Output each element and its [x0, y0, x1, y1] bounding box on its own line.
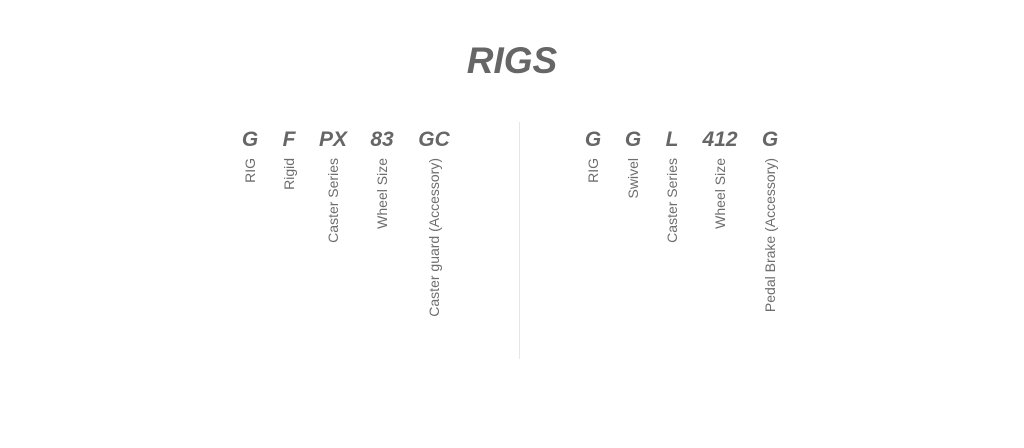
- segment-code: G: [584, 128, 602, 151]
- code-segment: G Pedal Brake (Accessory): [740, 128, 800, 312]
- segment-code: G: [241, 128, 259, 151]
- segment-label: Swivel: [625, 158, 641, 199]
- segment-code: GC: [418, 128, 450, 151]
- divider: [519, 122, 520, 359]
- segment-label: Rigid: [281, 158, 297, 190]
- code-segment: GC Caster guard (Accessory): [404, 128, 464, 317]
- segment-code: 412: [702, 128, 738, 151]
- segment-code: PX: [318, 128, 347, 151]
- segment-code: 83: [370, 128, 394, 151]
- code-segment: G RIG: [220, 128, 280, 183]
- code-segment: F Rigid: [259, 128, 319, 190]
- code-segment: G RIG: [563, 128, 623, 183]
- segment-code: G: [624, 128, 642, 151]
- segment-label: Pedal Brake (Accessory): [762, 158, 778, 313]
- segment-label: Caster Series: [664, 158, 680, 243]
- page-title: RIGS: [466, 40, 558, 81]
- code-segment: L Caster Series: [642, 128, 702, 243]
- segment-label: RIG: [242, 158, 258, 183]
- segment-label: Caster guard (Accessory): [426, 158, 442, 317]
- segment-label: Caster Series: [325, 158, 341, 243]
- segment-code: F: [282, 128, 296, 151]
- segment-code: G: [761, 128, 779, 151]
- code-segment: G Swivel: [603, 128, 663, 198]
- segment-label: Wheel Size: [374, 158, 390, 229]
- segment-label: RIG: [585, 158, 601, 183]
- segment-label: Wheel Size: [712, 158, 728, 229]
- code-segment: PX Caster Series: [303, 128, 363, 243]
- segment-code: L: [665, 128, 679, 151]
